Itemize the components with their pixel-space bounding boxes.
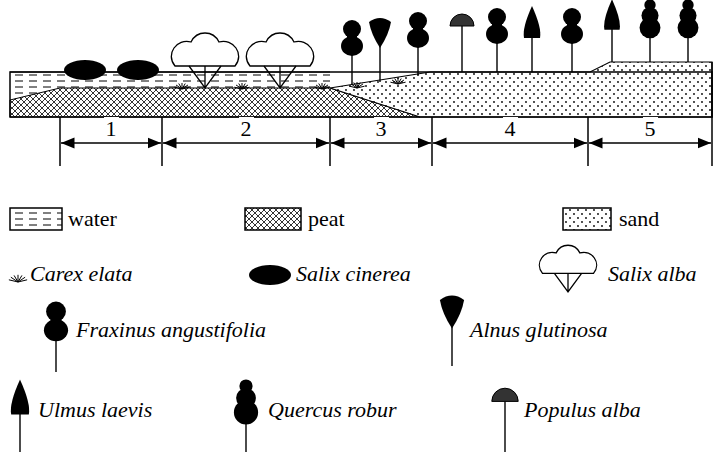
legend-symbols (9, 245, 597, 452)
zone-axis (60, 117, 712, 166)
legend-label: Quercus robur (268, 398, 397, 422)
legend-label: Ulmus laevis (38, 398, 152, 422)
legend-label: Fraxinus angustifolia (76, 318, 266, 342)
plant-symbols (64, 0, 698, 89)
ground-section (10, 62, 712, 117)
zone-number: 1 (104, 117, 119, 141)
zone-number: 4 (503, 117, 518, 141)
legend-label: Carex elata (30, 262, 132, 286)
zone-number: 3 (374, 117, 389, 141)
legend-label: peat (308, 207, 345, 231)
legend-label: water (68, 207, 117, 231)
legend-label: Populus alba (524, 398, 641, 422)
legend-label: Alnus glutinosa (470, 318, 608, 342)
legend-label: Salix cinerea (296, 262, 411, 286)
zone-number: 5 (643, 117, 658, 141)
legend-label: Salix alba (608, 262, 697, 286)
zone-number: 2 (239, 117, 254, 141)
legend-label: sand (619, 207, 659, 231)
